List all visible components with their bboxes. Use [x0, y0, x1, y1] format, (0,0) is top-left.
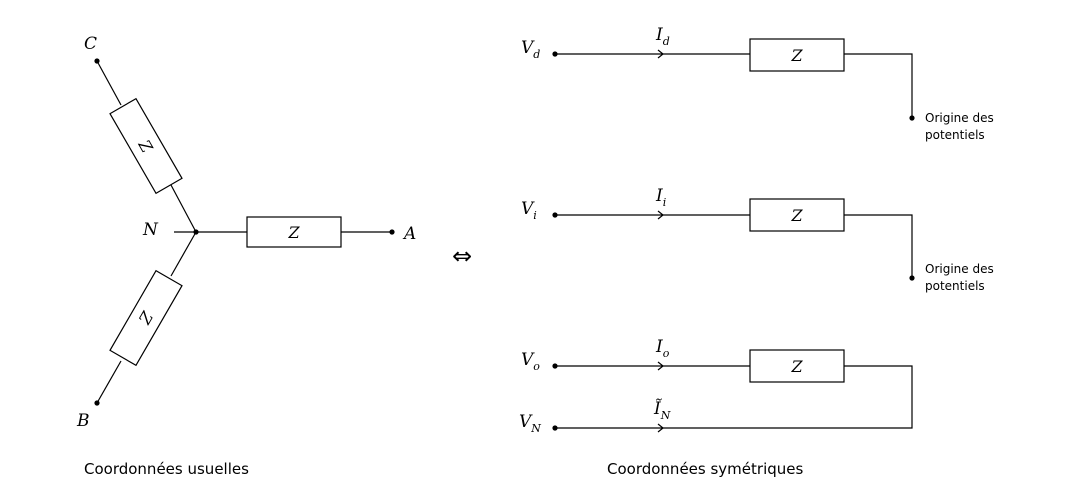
- impedance-a-label: Z: [287, 223, 300, 242]
- direct-ground-label-2: potentiels: [925, 128, 985, 142]
- zero-voltage-label: Vo: [521, 350, 540, 373]
- wire-c-neutral: [170, 184, 197, 233]
- zero-impedance-label: Z: [790, 357, 803, 376]
- wire-b-neutral: [170, 231, 197, 277]
- neutral-node: [193, 229, 199, 235]
- current-arrow-icon: [657, 49, 664, 59]
- label-b: B: [76, 411, 90, 431]
- zero-sequence-circuit: Z Vo Io VN ĨN: [519, 337, 913, 435]
- direct-impedance: [749, 38, 845, 72]
- impedance-c: Z: [109, 97, 183, 195]
- impedance-b: Z: [109, 269, 183, 367]
- direct-wire-out: [844, 53, 913, 118]
- wire-c: [96, 60, 122, 106]
- neutral-voltage-label: VN: [519, 412, 541, 435]
- direct-sequence-circuit: Z Vd Id Origine des potentiels: [521, 25, 994, 142]
- inverse-ground-label-2: potentiels: [925, 279, 985, 293]
- direct-voltage-label: Vd: [521, 38, 540, 61]
- direct-ground-label-1: Origine des: [925, 111, 994, 125]
- zero-impedance: [749, 349, 845, 383]
- inverse-voltage-label: Vi: [521, 199, 537, 222]
- current-arrow-icon: [657, 423, 664, 433]
- inverse-current-label: Ii: [655, 186, 666, 209]
- current-arrow-icon: [657, 210, 664, 220]
- neutral-voltage-terminal: [552, 425, 558, 431]
- label-c: C: [84, 34, 97, 54]
- equivalence-symbol: ⇔: [452, 242, 472, 270]
- inverse-ground-label-1: Origine des: [925, 262, 994, 276]
- current-arrow-icon: [657, 361, 664, 371]
- zero-return-wire: [555, 365, 913, 429]
- star-network: Z Z Z C B N A Coordonnées usuelles: [76, 34, 416, 478]
- label-n: N: [142, 220, 159, 240]
- wire-b: [96, 360, 122, 404]
- neutral-current-label: ĨN: [653, 398, 671, 422]
- terminal-a: [389, 229, 395, 235]
- direct-current-label: Id: [655, 25, 670, 48]
- terminal-c: [94, 58, 100, 64]
- inverse-impedance-label: Z: [790, 206, 803, 225]
- direct-ground-terminal: [909, 115, 915, 121]
- direct-impedance-label: Z: [790, 46, 803, 65]
- inverse-wire-out: [844, 214, 913, 278]
- inverse-sequence-circuit: Z Vi Ii Origine des potentiels: [521, 186, 994, 293]
- zero-current-label: Io: [655, 337, 670, 360]
- caption-symmetrical-coordinates: Coordonnées symétriques: [607, 460, 803, 478]
- caption-usual-coordinates: Coordonnées usuelles: [84, 460, 249, 478]
- terminal-b: [94, 400, 100, 406]
- label-a: A: [402, 224, 416, 244]
- inverse-ground-terminal: [909, 275, 915, 281]
